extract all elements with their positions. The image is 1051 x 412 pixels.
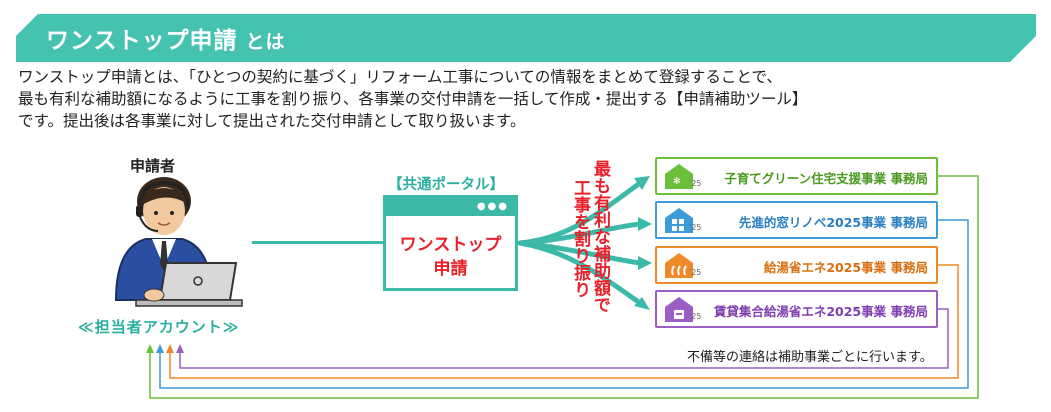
office-box-purple: '25 賃貸集合給湯省エネ2025事業 事務局 — [655, 290, 938, 328]
title-suffix: とは — [245, 31, 286, 53]
house-green-icon: ✻ — [665, 164, 693, 189]
allocation-arrow — [517, 240, 643, 306]
portal-name: ワンストップ — [399, 235, 502, 255]
applicant-portal-connector — [252, 241, 384, 244]
office-name: 先進的窓リノベ2025事業 事務局 — [738, 215, 928, 230]
year-badge: '25 — [689, 223, 702, 232]
svg-text:✻: ✻ — [673, 177, 681, 187]
year-badge: '25 — [689, 179, 702, 188]
page-title: ワンストップ申請とは — [46, 28, 286, 54]
allocation-text: 工事を割り振り — [570, 179, 590, 298]
office-name: 子育てグリーン住宅支援事業 事務局 — [724, 171, 928, 186]
section-header: ワンストップ申請とは — [16, 14, 1036, 62]
office-name: 給湯省エネ2025事業 事務局 — [763, 260, 928, 275]
header-corner-decoration — [1010, 36, 1036, 62]
window-dots-icon: ●●● — [476, 201, 509, 212]
office-box-green: ✻ '25 子育てグリーン住宅支援事業 事務局 — [655, 157, 938, 195]
account-label: ≪担当者アカウント≫ — [78, 318, 240, 336]
office-box-orange: '25 給湯省エネ2025事業 事務局 — [655, 246, 938, 284]
portal-name: 申請 — [433, 259, 468, 279]
return-line-orange — [169, 264, 959, 379]
office-name: 賃貸集合給湯省エネ2025事業 事務局 — [713, 304, 928, 319]
arrowhead — [146, 344, 154, 353]
arrowhead — [156, 344, 164, 353]
return-line-green — [149, 175, 979, 399]
description: ワンストップ申請とは、「ひとつの契約に基づく」リフォーム工事についての情報をまと… — [18, 66, 1043, 132]
arrowhead — [638, 256, 652, 270]
year-badge: '25 — [689, 268, 702, 277]
arrowhead — [166, 344, 174, 353]
applicant-person-icon — [114, 177, 243, 307]
return-line-blue — [159, 219, 969, 389]
allocation-text: 最も有利な補助額で — [590, 160, 610, 313]
return-line-purple — [179, 308, 949, 369]
note-text: 不備等の連絡は補助事業ごとに行います。 — [687, 350, 933, 365]
arrowhead — [638, 217, 652, 231]
office-box-blue: '25 先進的窓リノベ2025事業 事務局 — [655, 201, 938, 239]
arrowhead — [176, 344, 184, 353]
year-badge: '25 — [689, 312, 702, 321]
description-line: 最も有利な補助額になるように工事を割り振り、各事業の交付申請を一括して作成・提出… — [18, 90, 808, 108]
house-rental-icon — [665, 297, 693, 322]
window-titlebar: ●●● — [386, 198, 515, 216]
allocation-arrow — [517, 221, 643, 246]
portal-label: 【共通ポータル】 — [388, 177, 504, 193]
header-corner-decoration — [16, 14, 38, 36]
arrowhead — [634, 176, 650, 190]
house-window-icon — [665, 208, 693, 233]
portal-window: ●●● ワンストップ 申請 — [383, 195, 518, 291]
house-heater-icon — [665, 253, 693, 278]
applicant-label: 申請者 — [130, 157, 176, 175]
arrowhead — [634, 297, 650, 310]
description-line: です。提出後は各事業に対して提出された交付申請として取り扱います。 — [18, 112, 526, 130]
description-line: ワンストップ申請とは、「ひとつの契約に基づく」リフォーム工事についての情報をまと… — [18, 68, 782, 86]
